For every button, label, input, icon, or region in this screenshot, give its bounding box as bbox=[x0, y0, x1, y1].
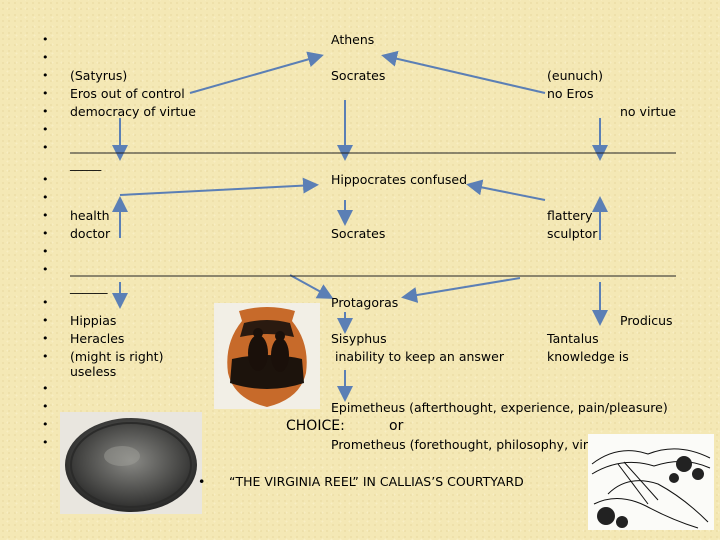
caption-bullet: • bbox=[198, 474, 206, 489]
left-line-satyrus: (Satyrus) bbox=[70, 68, 128, 83]
left-line-democracy-of-virtue: democracy of virtue bbox=[70, 104, 196, 119]
right-line-sculptor: sculptor bbox=[547, 226, 598, 241]
or-label: or bbox=[389, 418, 404, 434]
left-line-health: health bbox=[70, 208, 110, 223]
list-bullet: • bbox=[42, 314, 49, 327]
choice-label: CHOICE: bbox=[286, 418, 345, 434]
node-athens: Athens bbox=[331, 32, 375, 47]
list-bullet: • bbox=[42, 33, 49, 46]
list-bullet: • bbox=[42, 191, 49, 204]
right-line-no-virtue: no virtue bbox=[620, 104, 677, 119]
caption-virginia-reel: “THE VIRGINIA REEL” IN CALLIAS’S COURTYA… bbox=[229, 474, 524, 489]
left-line-hippias: Hippias bbox=[70, 313, 117, 328]
list-bullet: • bbox=[42, 227, 49, 240]
node-inability-to-keep-an-answer: inability to keep an answer bbox=[331, 349, 504, 364]
right-line-flattery: flattery bbox=[547, 208, 593, 223]
right-line-no-eros: no Eros bbox=[547, 86, 594, 101]
list-bullet: • bbox=[42, 418, 49, 431]
node-hippocrates-confused: Hippocrates confused bbox=[331, 172, 468, 187]
right-line-knowledge-is: knowledge is bbox=[547, 349, 629, 364]
left-line-might-is-right: (might is right) bbox=[70, 349, 164, 364]
arrow-left-to-protagoras bbox=[289, 274, 334, 299]
right-line-tantalus: Tantalus bbox=[547, 331, 599, 346]
list-bullet: • bbox=[42, 173, 49, 186]
list-bullet: • bbox=[42, 263, 49, 276]
list-bullet: • bbox=[42, 245, 49, 258]
bronze-mirror-image bbox=[60, 412, 202, 514]
list-bullet: • bbox=[42, 69, 49, 82]
list-bullet: • bbox=[42, 400, 49, 413]
separator-tail-1: _____ bbox=[70, 156, 102, 171]
list-bullet: • bbox=[42, 123, 49, 136]
left-line-doctor: doctor bbox=[70, 226, 111, 241]
separator-tail-2: ______ bbox=[70, 279, 108, 294]
node-socrates-1: Socrates bbox=[331, 68, 386, 83]
list-bullet: • bbox=[42, 87, 49, 100]
right-line-prodicus: Prodicus bbox=[620, 313, 673, 328]
node-prometheus: Prometheus (forethought, philosophy, vir bbox=[331, 437, 589, 452]
arrow-left-to-hippocrates bbox=[119, 177, 319, 196]
greek-vase-image bbox=[214, 303, 320, 409]
engraving-image bbox=[588, 434, 714, 530]
list-bullet: • bbox=[42, 436, 49, 449]
right-line-eunuch: (eunuch) bbox=[547, 68, 604, 83]
arrow-right-to-protagoras bbox=[401, 277, 521, 303]
node-epimetheus: Epimetheus (afterthought, experience, pa… bbox=[331, 400, 668, 415]
list-bullet: • bbox=[42, 51, 49, 64]
node-socrates-2: Socrates bbox=[331, 226, 386, 241]
left-line-useless: useless bbox=[70, 364, 117, 379]
arrow-left-to-athens bbox=[189, 51, 324, 94]
list-bullet: • bbox=[42, 105, 49, 118]
list-bullet: • bbox=[42, 382, 49, 395]
left-line-heracles: Heracles bbox=[70, 331, 125, 346]
list-bullet: • bbox=[42, 350, 49, 363]
left-line-eros-out-of-control: Eros out of control bbox=[70, 86, 185, 101]
node-protagoras: Protagoras bbox=[331, 295, 399, 310]
arrow-right-to-athens bbox=[381, 50, 546, 94]
list-bullet: • bbox=[42, 332, 49, 345]
node-sisyphus: Sisyphus bbox=[331, 331, 387, 346]
list-bullet: • bbox=[42, 296, 49, 309]
list-bullet: • bbox=[42, 209, 49, 222]
list-bullet: • bbox=[42, 141, 49, 154]
arrow-right-to-hippocrates bbox=[466, 179, 546, 201]
